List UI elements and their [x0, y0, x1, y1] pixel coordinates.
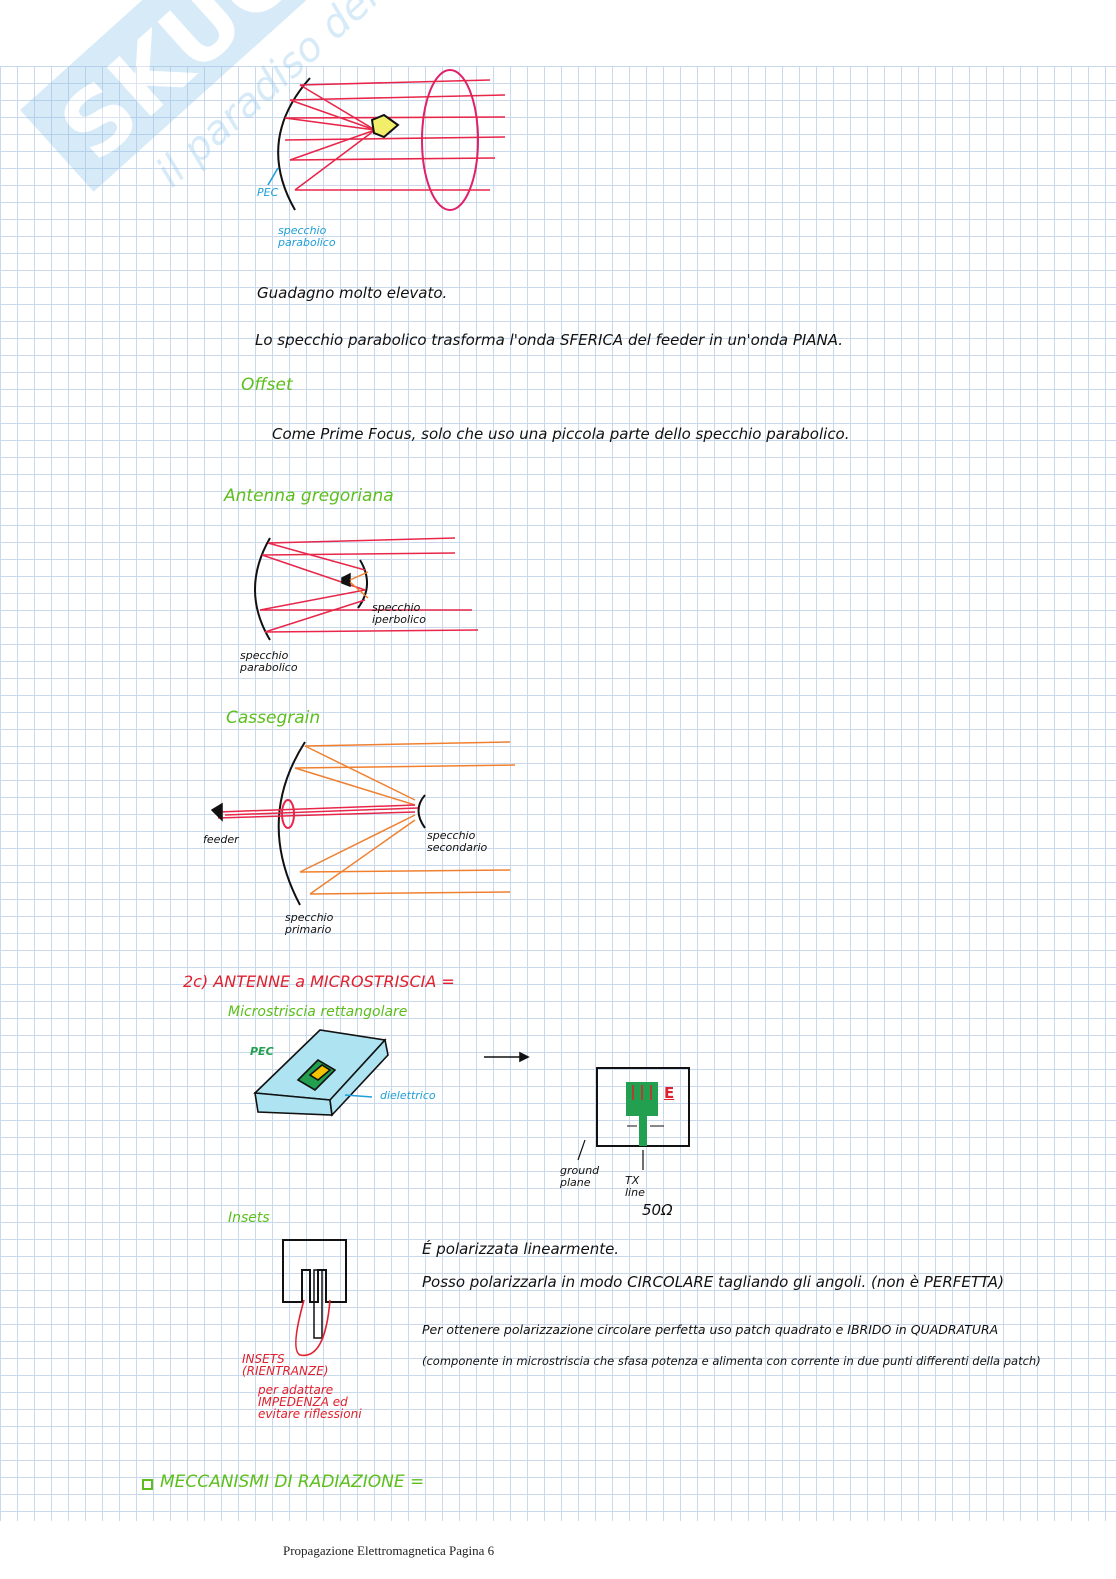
insets-annotation-text: per adattare IMPEDENZA ed evitare rifles…: [258, 1383, 362, 1421]
secondary-mirror-label: specchio secondario: [427, 829, 488, 854]
hyperbolic-mirror-label: specchio iperbolico: [372, 601, 426, 626]
gregorian-title: Antenna gregoriana: [224, 486, 394, 506]
linear-polarization-note: É polarizzata linearmente.: [422, 1240, 620, 1258]
microstrip-3d-diagram: [253, 1029, 530, 1117]
checkbox-icon: [142, 1479, 153, 1490]
parabolic-mirror-label: specchio parabolico: [278, 224, 336, 249]
gain-note: Guadagno molto elevato.: [257, 284, 448, 302]
insets-annotation-title: INSETS (RIENTRANZE): [242, 1352, 329, 1378]
gregorian-diagram: [254, 537, 479, 641]
circular-polarization-note: Posso polarizzarla in modo CIRCOLARE tag…: [422, 1273, 1004, 1291]
page-footer: Propagazione Elettromagnetica Pagina 6: [283, 1543, 495, 1558]
offset-title: Offset: [241, 375, 293, 395]
radiation-heading: MECCANISMI DI RADIAZIONE =: [160, 1472, 425, 1492]
cassegrain-title: Cassegrain: [226, 708, 321, 728]
microstrip-top-diagram: [577, 1067, 690, 1170]
prime-focus-diagram: [267, 69, 506, 211]
parabolic-note: Lo specchio parabolico trasforma l'onda …: [255, 331, 844, 349]
microstrip-pec-label: PEC: [250, 1045, 274, 1058]
impedance-label: 50Ω: [642, 1201, 673, 1219]
e-field-label: E: [664, 1084, 675, 1102]
pec-label: PEC: [257, 186, 279, 199]
insets-diagram: [282, 1239, 347, 1357]
cassegrain-diagram: [210, 741, 516, 906]
hybrid-description-note: (componente in microstriscia che sfasa p…: [422, 1354, 1041, 1368]
quadrature-hybrid-note: Per ottenere polarizzazione circolare pe…: [422, 1322, 999, 1337]
offset-note: Come Prime Focus, solo che uso una picco…: [272, 425, 850, 443]
tx-line-label: TX line: [625, 1174, 645, 1199]
dielectric-label: dielettrico: [380, 1089, 436, 1102]
ground-plane-label: ground plane: [560, 1164, 600, 1189]
microstrip-heading: 2c) ANTENNE a MICROSTRISCIA =: [183, 972, 455, 991]
microstrip-subtitle: Microstriscia rettangolare: [228, 1004, 408, 1020]
gregorian-parabolic-label: specchio parabolico: [240, 649, 298, 674]
insets-title: Insets: [228, 1210, 270, 1226]
feeder-label: feeder: [203, 833, 239, 846]
primary-mirror-label: specchio primario: [285, 911, 334, 936]
grid-paper-background: [0, 66, 1116, 1521]
